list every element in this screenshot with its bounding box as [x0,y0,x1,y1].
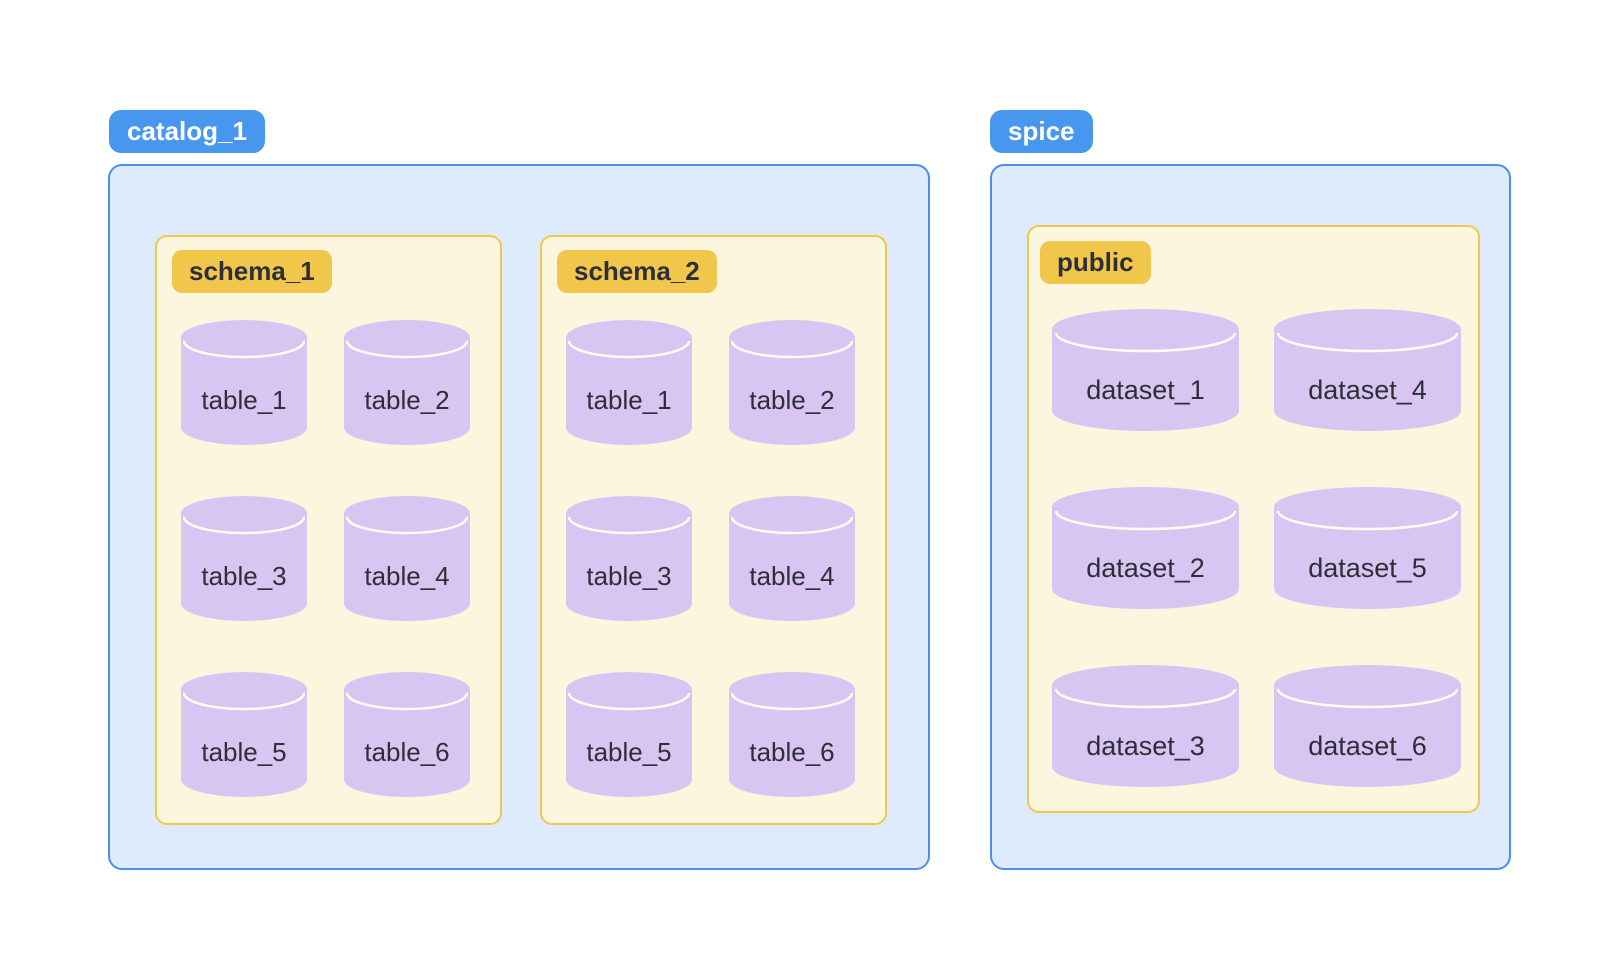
dataset-cylinder: dataset_6 [1274,665,1461,787]
table-label: table_6 [749,736,835,767]
table-label: table_2 [364,384,450,415]
table-cylinder: table_2 [729,320,855,445]
table-cylinder: table_1 [566,320,692,445]
catalog-badge: catalog_1 [109,110,265,153]
dataset-label: dataset_1 [1086,374,1205,405]
catalog-container: schema_1 table_1 table_2 table_3 table_4 [108,164,930,870]
table-cylinder: table_2 [344,320,470,445]
table-label: table_6 [364,736,450,767]
schema-2-table-grid: table_1 table_2 table_3 table_4 table_5 [566,320,885,797]
schema-box-public: public dataset_1 dataset_2 dataset_3 dat… [1027,225,1480,813]
table-cylinder: table_1 [181,320,307,445]
schema-box-schema-2: schema_2 table_1 table_2 table_3 table_4 [540,235,887,825]
table-label: table_5 [586,736,672,767]
spice-badge: spice [990,110,1093,153]
dataset-cylinder: dataset_4 [1274,309,1461,431]
dataset-label: dataset_5 [1308,552,1427,583]
schema-1-table-grid: table_1 table_2 table_3 table_4 table_5 [181,320,500,797]
table-label: table_2 [749,384,835,415]
table-label: table_5 [201,736,287,767]
table-cylinder: table_5 [181,672,307,797]
table-label: table_4 [364,560,450,591]
table-label: table_1 [201,384,287,415]
table-cylinder: table_3 [181,496,307,621]
table-label: table_4 [749,560,835,591]
dataset-cylinder: dataset_2 [1052,487,1239,609]
dataset-label: dataset_6 [1308,730,1427,761]
dataset-cylinder: dataset_5 [1274,487,1461,609]
spice-container: public dataset_1 dataset_2 dataset_3 dat… [990,164,1511,870]
table-cylinder: table_4 [344,496,470,621]
schema-box-schema-1: schema_1 table_1 table_2 table_3 table_4 [155,235,502,825]
schema-2-badge: schema_2 [557,250,717,293]
dataset-cylinder: dataset_1 [1052,309,1239,431]
table-label: table_3 [586,560,672,591]
dataset-label: dataset_2 [1086,552,1205,583]
dataset-label: dataset_4 [1308,374,1427,405]
table-cylinder: table_5 [566,672,692,797]
table-label: table_3 [201,560,287,591]
dataset-label: dataset_3 [1086,730,1205,761]
table-cylinder: table_6 [344,672,470,797]
table-cylinder: table_4 [729,496,855,621]
public-badge: public [1040,241,1151,284]
table-cylinder: table_3 [566,496,692,621]
schema-1-badge: schema_1 [172,250,332,293]
public-dataset-grid: dataset_1 dataset_2 dataset_3 dataset_4 … [1052,309,1478,787]
table-label: table_1 [586,384,672,415]
table-cylinder: table_6 [729,672,855,797]
dataset-cylinder: dataset_3 [1052,665,1239,787]
